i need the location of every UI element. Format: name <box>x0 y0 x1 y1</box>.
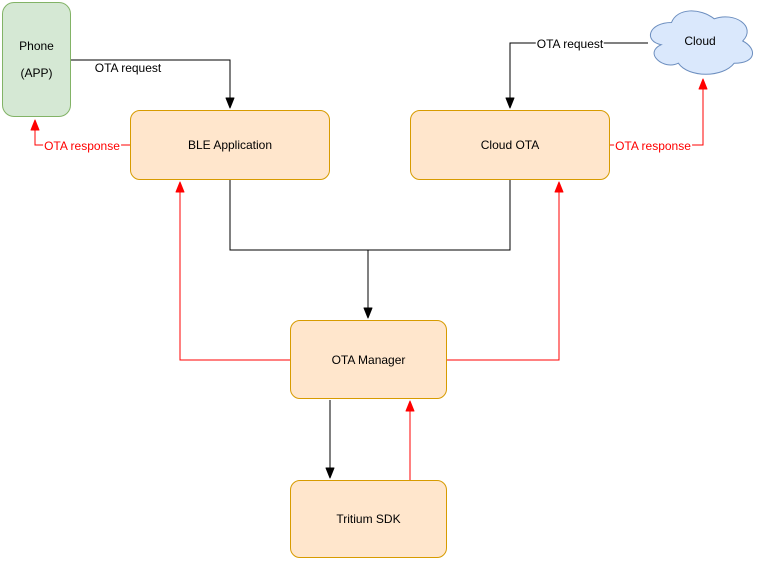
ble-application-label: BLE Application <box>187 138 273 152</box>
phone-label-line1: Phone <box>19 39 54 53</box>
edge-label-ota-response-cloud: OTA response <box>614 139 692 153</box>
tritium-sdk-label: Tritium SDK <box>336 512 401 526</box>
edge-response-cloudota-to-cloud <box>610 78 708 146</box>
ota-manager-label: OTA Manager <box>331 352 406 367</box>
node-cloud: Cloud <box>643 4 757 78</box>
node-ota-manager: OTA Manager <box>290 320 447 399</box>
edge-request-cloud-to-cloudota <box>505 42 648 109</box>
edge-response-otamanager-to-ble <box>175 181 290 361</box>
cloud-label: Cloud <box>684 34 716 48</box>
node-ble-application: BLE Application <box>130 110 330 180</box>
node-phone-app: Phone (APP) <box>2 2 71 117</box>
cloud-icon <box>649 10 753 75</box>
cloud-ota-label: Cloud OTA <box>480 138 540 152</box>
edge-merge-ble-cloudota <box>229 180 511 251</box>
node-cloud-ota: Cloud OTA <box>410 110 610 180</box>
edge-label-ota-response-phone: OTA response <box>43 139 121 153</box>
node-tritium-sdk: Tritium SDK <box>290 480 447 558</box>
phone-label-line2: (APP) <box>20 66 53 80</box>
edge-label-ota-request-phone: OTA request <box>94 61 162 75</box>
edge-response-otamanager-to-cloudota <box>447 181 564 361</box>
edge-request-phone-to-ble <box>71 59 235 109</box>
edge-label-ota-request-cloud: OTA request <box>535 37 605 51</box>
